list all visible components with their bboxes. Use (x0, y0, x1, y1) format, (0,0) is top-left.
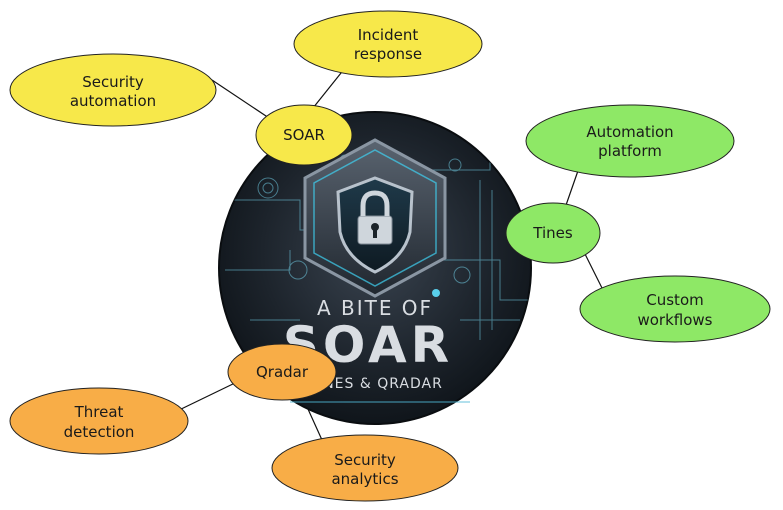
node-tines-shape (505, 202, 601, 264)
node-security-automation-line2: automation (70, 92, 156, 110)
node-incident-response-line2: response (354, 45, 422, 63)
node-threat-detection-shape (9, 387, 189, 455)
node-custom-workflows-line2: workflows (637, 311, 712, 329)
node-qradar: Qradar (227, 343, 337, 401)
node-automation-platform-shape (525, 104, 735, 178)
node-security-analytics-line1: Security (334, 451, 396, 469)
node-qradar-shape (227, 343, 337, 401)
node-security-analytics-shape (271, 434, 459, 502)
node-threat-detection-line2: detection (64, 423, 135, 441)
connector-tines-custom-workflows (584, 253, 604, 291)
center-title-line3: NES & QRADAR (323, 376, 443, 392)
node-threat-detection: Threat detection (9, 387, 189, 455)
node-automation-platform-line2: platform (598, 142, 662, 160)
node-automation-platform: Automation platform (525, 104, 735, 178)
node-tines-label: Tines (532, 224, 573, 242)
node-custom-workflows-shape (579, 275, 771, 343)
node-automation-platform-line1: Automation (586, 123, 673, 141)
node-security-automation-line1: Security (82, 73, 144, 91)
node-tines: Tines (505, 202, 601, 264)
node-threat-detection-line1: Threat (74, 403, 124, 421)
node-soar-label: SOAR (283, 126, 325, 144)
node-security-analytics: Security analytics (271, 434, 459, 502)
shield-lock-icon (336, 176, 414, 274)
connector-qradar-threat-detection (174, 381, 238, 413)
connector-soar-security-automation (211, 79, 276, 123)
node-soar: SOAR (255, 104, 353, 166)
node-security-analytics-line2: analytics (331, 470, 398, 488)
node-soar-shape (255, 104, 353, 166)
node-security-automation: Security automation (9, 53, 217, 127)
node-custom-workflows: Custom workflows (579, 275, 771, 343)
node-custom-workflows-line1: Custom (646, 291, 703, 309)
node-incident-response-shape (293, 10, 483, 78)
node-incident-response-line1: Incident (358, 26, 419, 44)
node-incident-response: Incident response (293, 10, 483, 78)
node-security-automation-shape (9, 53, 217, 127)
center-title-line1: A BITE OF (317, 296, 433, 320)
node-qradar-label: Qradar (256, 363, 309, 381)
